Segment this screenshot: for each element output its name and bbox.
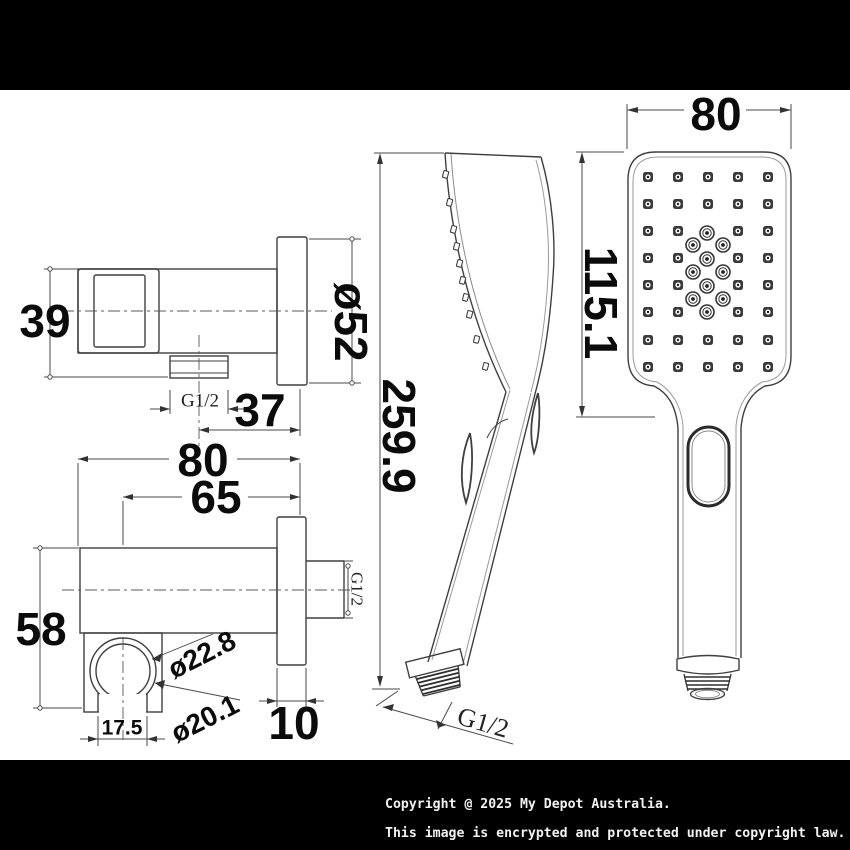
nozzle-grid (643, 172, 773, 372)
dim-259-9-label: 259.9 (373, 378, 425, 494)
handset-side-view (372, 152, 555, 745)
copyright-line: Copyright @ 2025 My Depot Australia. (385, 797, 671, 812)
bracket-side-view (33, 456, 353, 746)
mode-button (686, 425, 731, 508)
elbow-side-view (44, 236, 361, 448)
top-black-band (0, 0, 850, 90)
dim-65-label: 65 (190, 471, 242, 523)
dim-80-bracket-label: 80 (177, 434, 229, 486)
dim-39-label: 39 (19, 295, 71, 347)
bottom-black-band: Copyright @ 2025 My Depot Australia. Thi… (0, 760, 850, 850)
protection-notice-line: This image is encrypted and protected un… (385, 826, 846, 841)
dim-80-head-label: 80 (690, 88, 742, 140)
dim-g12-bracket-label: G1/2 (347, 572, 367, 606)
dim-115-1-label: 115.1 (575, 246, 627, 360)
dim-10-label: 10 (268, 697, 320, 749)
dim-g12-elbow-label: G1/2 (181, 390, 219, 412)
handset-front-view (576, 104, 792, 701)
side-nozzle-bumps (441, 170, 490, 371)
dim-37-label: 37 (234, 384, 286, 436)
dim-58-label: 58 (15, 603, 67, 655)
dim-dia52-label: ø52 (325, 282, 377, 362)
dim-17-5-label: 17.5 (101, 716, 143, 740)
